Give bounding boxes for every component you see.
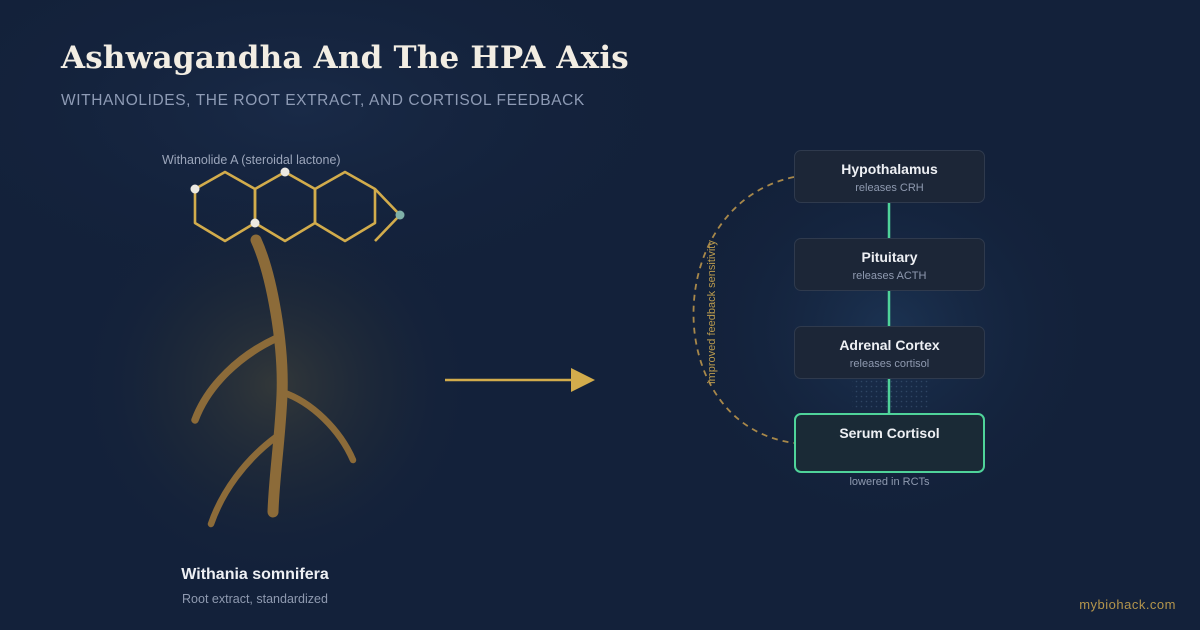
molecule-label: Withanolide A (steroidal lactone) — [162, 153, 341, 167]
node-title: Serum Cortisol — [839, 425, 940, 441]
feedback-label: improved feedback sensitivity — [706, 240, 718, 384]
node-subtitle: releases cortisol — [849, 358, 930, 370]
flow-arrow — [445, 368, 595, 392]
node-pituitary: Pituitary releases ACTH — [794, 238, 985, 291]
node-hypothalamus: Hypothalamus releases CRH — [794, 150, 985, 203]
node-subtitle: releases ACTH — [852, 270, 927, 282]
root-branch — [207, 433, 280, 528]
node-title: Hypothalamus — [841, 161, 938, 177]
node-subtitle: releases CRH — [855, 182, 924, 194]
molecule-atom — [190, 184, 200, 194]
ashwagandha-root — [191, 234, 357, 528]
ring-c — [313, 170, 377, 243]
page-title: Ashwagandha And The HPA Axis — [61, 40, 629, 76]
node-title: Pituitary — [861, 249, 918, 265]
page-subtitle: WITHANOLIDES, THE ROOT EXTRACT, AND CORT… — [61, 92, 585, 109]
feedback-loop-arc — [692, 176, 795, 444]
node-title: Adrenal Cortex — [839, 337, 940, 353]
molecule-atom — [280, 167, 290, 177]
plant-name: Withania somnifera — [181, 566, 329, 583]
node-adrenal-cortex: Adrenal Cortex releases cortisol — [794, 326, 985, 379]
serum-cortisol-note: lowered in RCTs — [849, 476, 930, 488]
molecule-atom — [250, 218, 260, 228]
node-serum-cortisol: Serum Cortisol — [794, 413, 985, 473]
root-branch — [278, 388, 357, 464]
root-branch — [191, 334, 281, 424]
plant-description: Root extract, standardized — [182, 592, 328, 606]
cortisol-release-dots — [852, 380, 928, 410]
site-watermark: mybiohack.com — [1079, 597, 1176, 612]
molecule-atom — [395, 210, 405, 220]
plant-glow — [70, 185, 480, 585]
